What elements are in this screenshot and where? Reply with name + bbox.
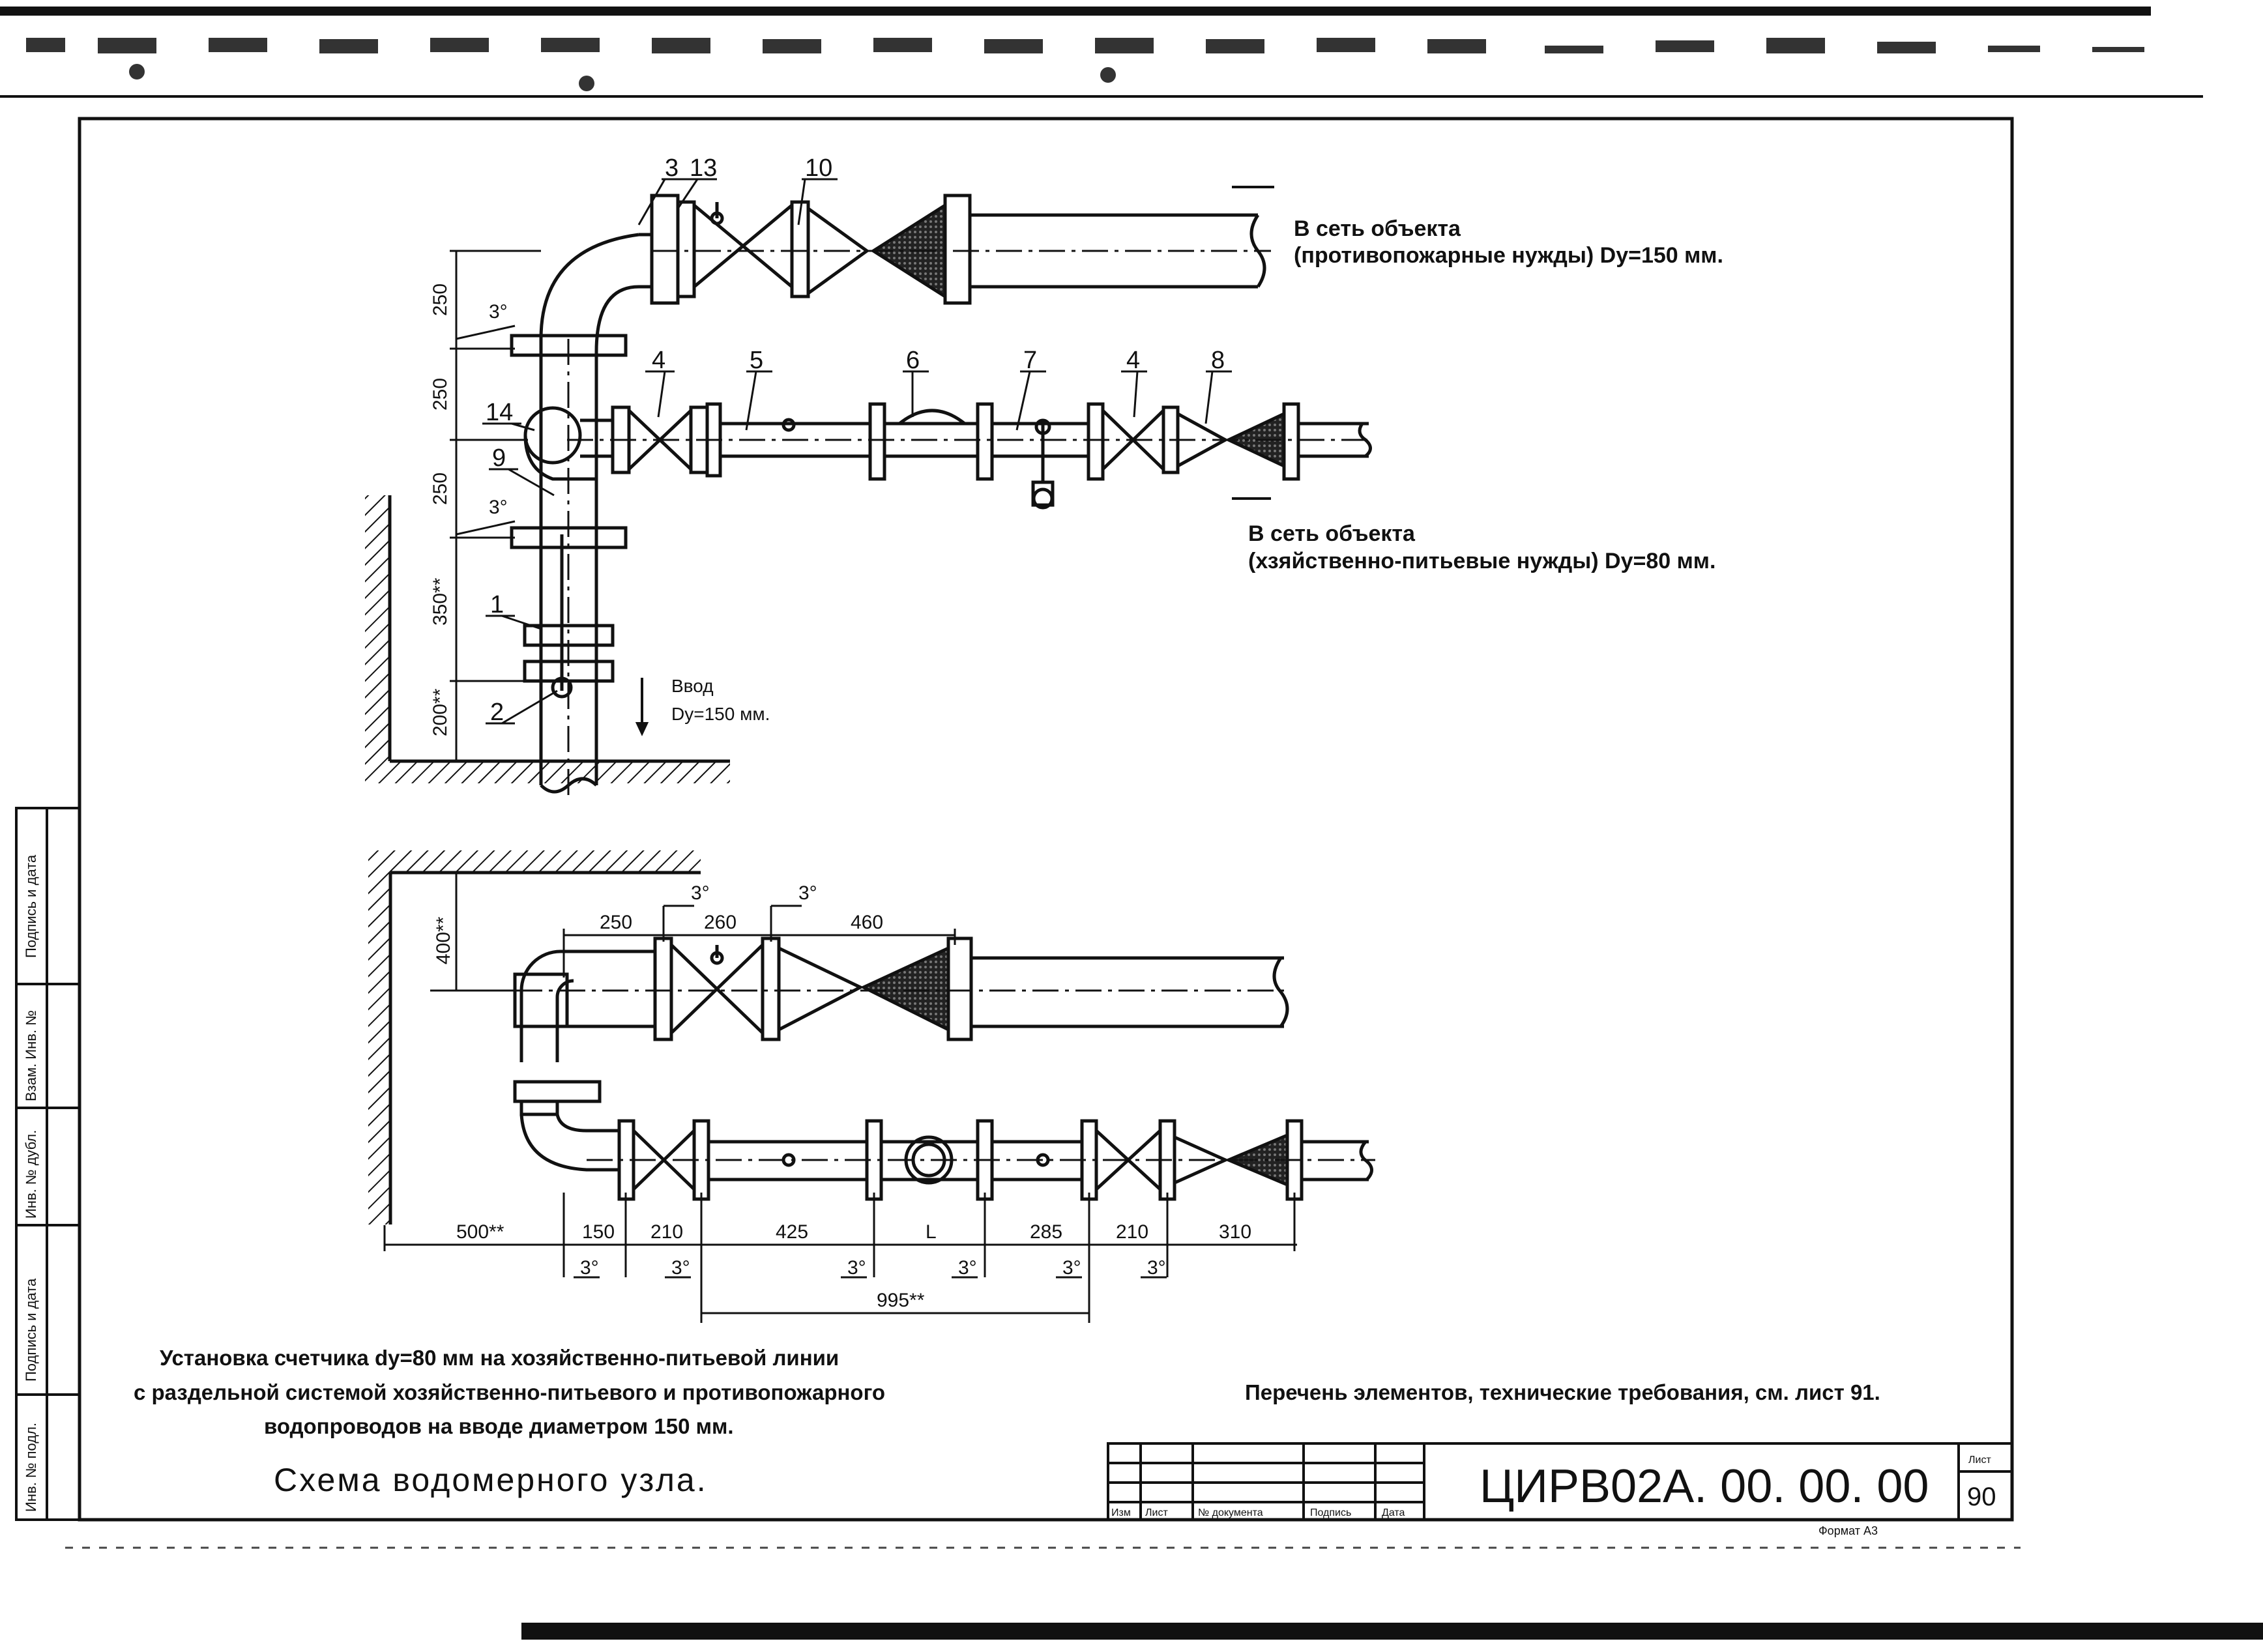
caption-line-1: Установка счетчика dy=80 мм на хозяйстве… <box>160 1346 839 1370</box>
lower-dim-L: L <box>926 1221 937 1243</box>
pos-3: 3 <box>665 154 679 182</box>
tb-col-doc: № документа <box>1198 1507 1263 1518</box>
upper-scheme <box>365 194 1372 794</box>
lower-top-dim-3: 460 <box>851 912 883 933</box>
pos-9: 9 <box>492 444 506 472</box>
pos-13: 13 <box>690 154 717 182</box>
tb-format: Формат А3 <box>1818 1524 1878 1537</box>
domestic-network-note-line2: (хзяйственно-питьевые нужды) Dy=80 мм. <box>1248 549 1716 573</box>
lower-dim-500: 500** <box>456 1221 504 1243</box>
pos-10: 10 <box>805 154 832 182</box>
tb-col-date: Дата <box>1382 1507 1405 1518</box>
pos-4b: 4 <box>1126 347 1140 374</box>
tb-sheet-label: Лист <box>1968 1455 1991 1466</box>
upper-angle-2: 3° <box>489 497 508 518</box>
tb-col-izm: Изм <box>1111 1507 1131 1518</box>
inlet-note-line2: Dy=150 мм. <box>671 704 770 724</box>
upper-angle-1: 3° <box>489 301 508 323</box>
overall-dim: 995** <box>877 1290 925 1311</box>
side-stamp <box>15 807 81 1521</box>
lower-top-angle-2: 3° <box>798 882 817 904</box>
lower-dim-425: 425 <box>776 1221 808 1243</box>
lower-dim-285: 285 <box>1030 1221 1062 1243</box>
upper-dim-3: 250 <box>430 472 451 505</box>
side-stamp-cell-1: Подпись и дата <box>23 854 39 958</box>
pos-7: 7 <box>1023 347 1037 374</box>
sheet-number: 90 <box>1967 1483 1996 1511</box>
lower-dim-210b: 210 <box>1116 1221 1148 1243</box>
lower-dim-150: 150 <box>582 1221 615 1243</box>
side-stamp-cell-2: Взам. Инв. № <box>23 1010 39 1101</box>
lower-angle-5: 3° <box>1062 1257 1081 1279</box>
pos-2: 2 <box>490 699 504 726</box>
upper-dim-2: 250 <box>430 378 451 411</box>
domestic-network-note-line1: В сеть объекта <box>1248 521 1416 546</box>
lower-top-dim-2: 260 <box>704 912 737 933</box>
upper-dim-4: 350** <box>430 577 451 626</box>
caption-line-2: с раздельной системой хозяйственно-питье… <box>134 1380 885 1404</box>
fire-network-note-line2: (противопожарные нужды) Dy=150 мм. <box>1294 243 1723 268</box>
scan-header-strip <box>0 7 2203 98</box>
side-stamp-cell-5: Инв. № подл. <box>23 1423 39 1512</box>
sheet-frame <box>78 117 2014 1522</box>
pos-14: 14 <box>486 399 513 426</box>
fire-network-note-line1: В сеть объекта <box>1294 216 1461 241</box>
scheme-title: Схема водомерного узла. <box>274 1462 708 1498</box>
lower-height-dim: 400** <box>433 916 454 964</box>
lower-angle-3: 3° <box>847 1257 866 1279</box>
pos-4a: 4 <box>652 347 665 374</box>
pos-8: 8 <box>1211 347 1225 374</box>
document-code: ЦИРВ02А. 00. 00. 00 <box>1480 1460 1929 1513</box>
upper-dim-1: 250 <box>430 283 451 316</box>
lower-angle-1: 3° <box>580 1257 599 1279</box>
lower-scheme <box>368 850 1373 1225</box>
lower-angle-6: 3° <box>1147 1257 1166 1279</box>
lower-angle-4: 3° <box>958 1257 977 1279</box>
tb-col-sign: Подпись <box>1310 1507 1351 1518</box>
pos-1: 1 <box>490 591 504 618</box>
lower-dim-310: 310 <box>1219 1221 1251 1243</box>
side-stamp-cell-4: Подпись и дата <box>23 1278 39 1382</box>
caption-line-3: водопроводов на вводе диаметром 150 мм. <box>264 1414 734 1438</box>
title-block <box>1107 1442 2013 1521</box>
side-stamp-cell-3: Инв. № дубл. <box>23 1130 39 1219</box>
tb-col-list: Лист <box>1145 1507 1168 1518</box>
lower-top-angle-1: 3° <box>691 882 710 904</box>
reference-note: Перечень элементов, технические требован… <box>1245 1380 1880 1404</box>
lower-angle-2: 3° <box>671 1257 690 1279</box>
pos-5: 5 <box>750 347 763 374</box>
lower-top-dim-1: 250 <box>600 912 632 933</box>
inlet-note-line1: Ввод <box>671 676 714 696</box>
pos-6: 6 <box>906 347 920 374</box>
upper-dim-5: 200** <box>430 688 451 736</box>
lower-dim-210a: 210 <box>650 1221 683 1243</box>
